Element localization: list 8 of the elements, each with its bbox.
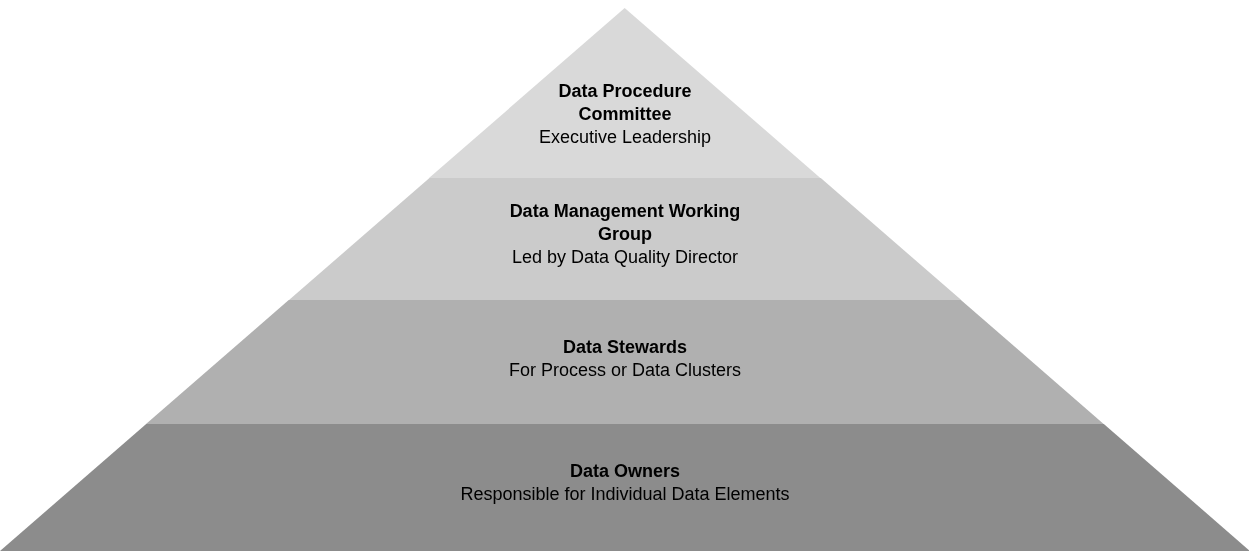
tier-description: Executive Leadership — [538, 126, 712, 149]
tier-title: Data Owners — [568, 460, 681, 483]
tier-title: Data Management Working Group — [508, 200, 742, 246]
tier-description: For Process or Data Clusters — [508, 359, 742, 382]
tier-description: Responsible for Individual Data Elements — [460, 483, 790, 506]
tier-title: Data Stewards — [561, 336, 688, 359]
tier-description: Led by Data Quality Director — [511, 246, 739, 269]
tier-title: Data Procedure Committee — [557, 80, 693, 126]
